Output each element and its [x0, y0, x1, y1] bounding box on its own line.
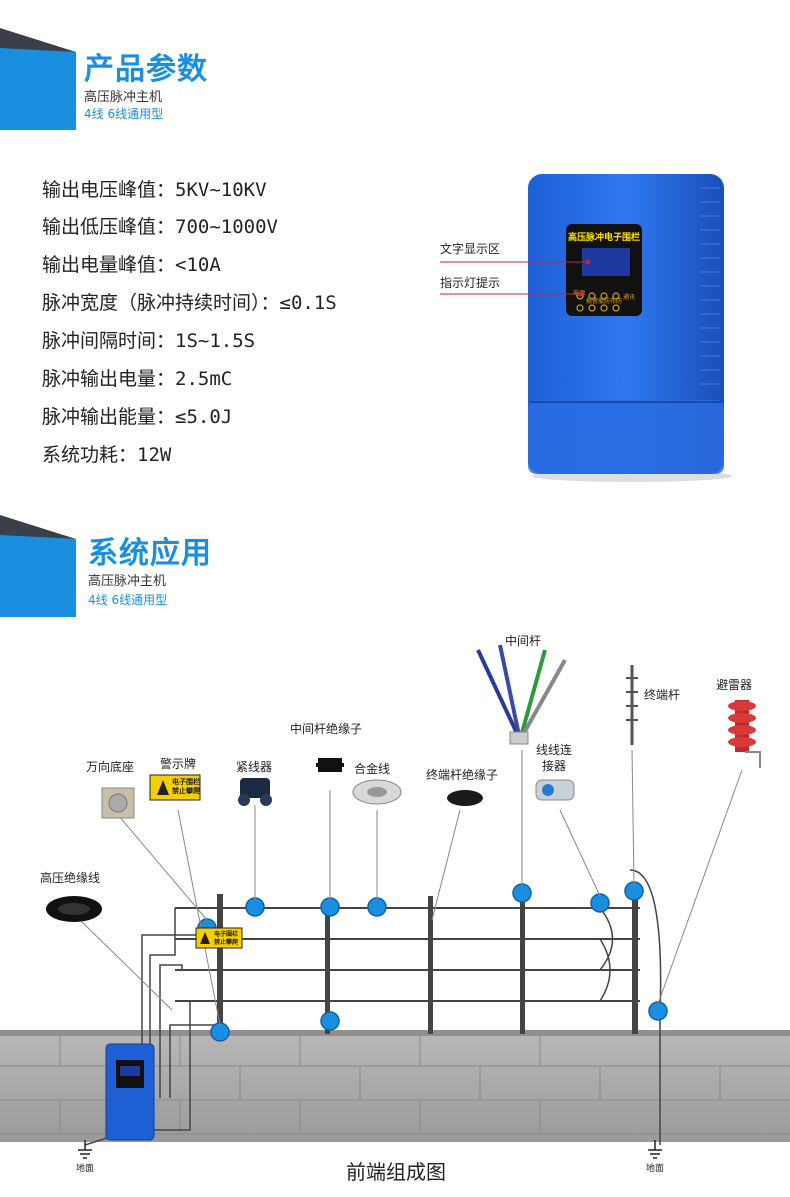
param-pulse-width: 脉冲宽度（脉冲持续时间）：≤0.1S [42, 292, 337, 314]
label-end-insulator: 终端杆绝缘子 [426, 768, 499, 782]
warning-sign-text-1: 电子围栏 [172, 778, 200, 786]
warning-sign-text-2: 禁止攀爬 [172, 787, 200, 795]
mid-pole-icon [476, 644, 567, 745]
param-power: 系统功耗：12W [42, 444, 172, 466]
label-connector: 线线连 接器 [536, 742, 572, 774]
device-led-label-arm: 布防 [610, 298, 623, 305]
section2-banner-graphic [0, 515, 76, 617]
section2-title: 系统应用 [88, 536, 212, 571]
param-output-voltage: 输出电压峰值：5KV~10KV [42, 179, 267, 201]
section1-tag: 4线 6线通用型 [84, 107, 164, 121]
device-image [520, 168, 736, 484]
device-led-label-comm: 通讯 [623, 294, 636, 301]
fence-diagram [0, 620, 790, 1193]
device-led-label-disarm: 撤防 [598, 298, 611, 305]
fence-sign-text-2: 禁止攀爬 [214, 939, 239, 946]
end-pole-icon [626, 665, 638, 745]
end-insulator-icon [447, 790, 483, 806]
label-hv-cable: 高压绝缘线 [40, 871, 101, 885]
param-low-voltage: 输出低压峰值：700~1000V [42, 216, 278, 238]
connector-icon [535, 779, 575, 801]
section1-title: 产品参数 [84, 52, 208, 87]
device-led-label-alarm: 报警 [586, 298, 599, 305]
label-mid-insulator: 中间杆绝缘子 [290, 722, 363, 736]
label-universal-base: 万向底座 [86, 760, 135, 774]
tensioner-icon [238, 778, 272, 806]
label-end-pole: 终端杆 [644, 688, 681, 702]
label-connector-line1: 线线连 [536, 743, 573, 757]
label-connector-line2: 接器 [542, 759, 567, 773]
warning-sign-icon [149, 774, 201, 801]
param-pulse-interval: 脉冲间隔时间：1S~1.5S [42, 330, 256, 352]
label-tensioner: 紧线器 [236, 760, 273, 774]
fence-diagram-graphic [0, 644, 790, 1159]
section2-tag: 4线 6线通用型 [88, 593, 168, 607]
alloy-wire-icon [352, 779, 402, 805]
callout-indicator: 指示灯提示 [440, 276, 501, 290]
label-warning-sign: 警示牌 [160, 757, 197, 771]
mid-insulator-icon [316, 758, 344, 772]
arrester-icon [728, 700, 761, 768]
device-panel-title: 高压脉冲电子围栏 [568, 233, 641, 243]
device-illustration [528, 174, 732, 482]
param-output-current: 输出电量峰值：<10A [42, 254, 221, 276]
section2-header-banner [0, 515, 76, 617]
param-pulse-charge: 脉冲输出电量：2.5mC [42, 368, 233, 390]
universal-base-icon [101, 787, 135, 819]
label-ground-right: 地面 [646, 1164, 665, 1174]
hv-cable-icon [46, 896, 102, 922]
section1-header-banner [0, 28, 76, 130]
section1-banner-graphic [0, 28, 76, 130]
label-alloy-wire: 合金线 [354, 762, 391, 776]
label-arrester: 避雷器 [716, 678, 753, 692]
fence-sign-text-1: 电子围栏 [214, 931, 239, 938]
param-pulse-energy: 脉冲输出能量：≤5.0J [42, 406, 233, 428]
callout-lines [440, 259, 590, 297]
label-ground-left: 地面 [76, 1164, 95, 1174]
section2-subtitle: 高压脉冲主机 [88, 574, 167, 589]
diagram-caption: 前端组成图 [346, 1160, 446, 1184]
callout-display-area: 文字显示区 [440, 242, 501, 256]
section1-subtitle: 高压脉冲主机 [84, 90, 163, 105]
label-mid-pole: 中间杆 [505, 634, 542, 648]
